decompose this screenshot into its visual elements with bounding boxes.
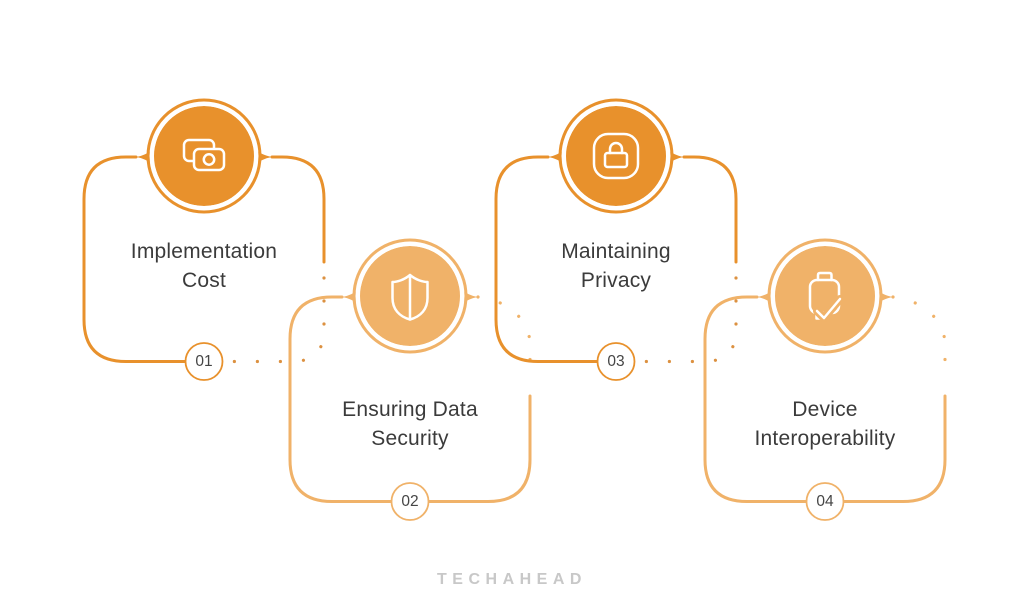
card2-title-line2: Security: [371, 427, 449, 450]
card4-title-line2: Interoperability: [754, 427, 896, 450]
card-implementation-cost: [82, 98, 326, 381]
card4-outline: [703, 295, 947, 503]
card-device-interoperability: [703, 238, 947, 521]
card4-title-line1: Device: [792, 398, 858, 421]
card-maintaining-privacy: [494, 98, 738, 381]
card2-circle-outer-ring: [352, 238, 468, 354]
card2-dotted-connector: [476, 295, 532, 378]
card3-circle-outer-ring: [558, 98, 674, 214]
card3-title-line1: Maintaining: [561, 240, 671, 263]
card1-number-badge: [184, 342, 224, 381]
card3-circle-white-ring: [561, 101, 671, 211]
device-check-icon: [808, 271, 844, 322]
card2-number: 02: [401, 493, 419, 510]
card2-title: Ensuring Data Security: [290, 395, 530, 453]
money-cards-icon: [182, 138, 226, 172]
card3-outline: [494, 155, 738, 363]
card3-circle-fill: [566, 106, 666, 206]
card4-dotted-connector: [891, 295, 947, 378]
techahead-logo: TECHAHEAD: [437, 571, 587, 588]
card2-outline: [288, 295, 532, 503]
card1-number: 01: [195, 353, 213, 370]
card-ensuring-data-security: [288, 238, 532, 521]
card4-number: 04: [816, 493, 834, 510]
card1-title-line2: Cost: [182, 269, 226, 292]
card1-circle-white-ring: [149, 101, 259, 211]
card1-outline: [82, 155, 326, 363]
card1-title-line1: Implementation: [130, 240, 278, 263]
card3-title: Maintaining Privacy: [496, 237, 736, 295]
shield-icon: [391, 273, 429, 321]
card2-circle-white-ring: [355, 241, 465, 351]
card3-title-line2: Privacy: [580, 269, 652, 292]
card2-title-line1: Ensuring Data: [342, 398, 478, 421]
card4-circle-white-ring: [770, 241, 880, 351]
card4-circle-outer-ring: [767, 238, 883, 354]
card3-number: 03: [607, 353, 625, 370]
padlock-icon: [592, 132, 640, 180]
card4-title: Device Interoperability: [705, 395, 945, 453]
card2-number-badge: [390, 482, 430, 521]
card3-number-badge: [596, 342, 636, 381]
card4-number-badge: [805, 482, 845, 521]
card1-circle-outer-ring: [146, 98, 262, 214]
card4-circle-fill: [775, 246, 875, 346]
card1-title: Implementation Cost: [84, 237, 324, 295]
